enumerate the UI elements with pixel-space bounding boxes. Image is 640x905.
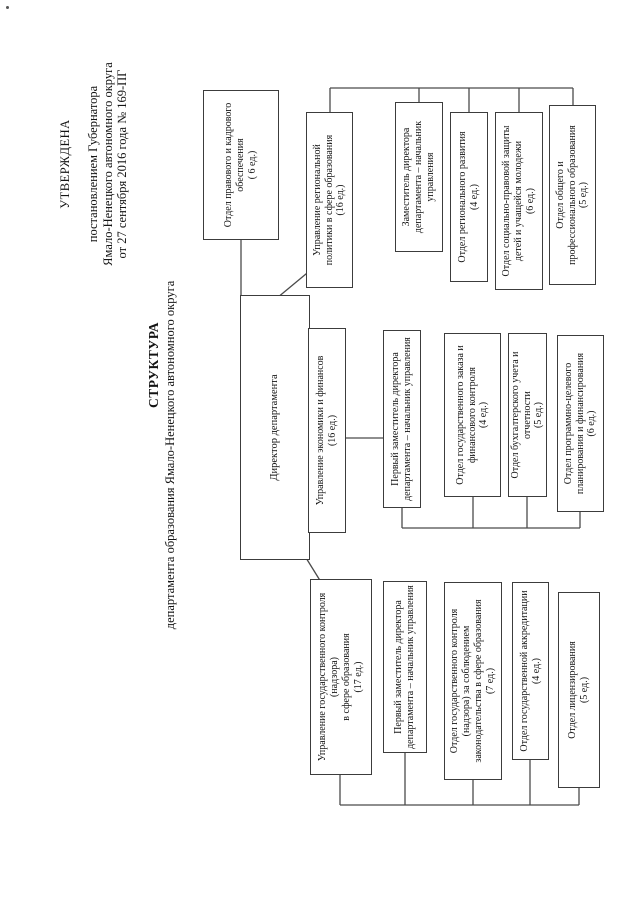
node-dept-state-order: Отдел государственного заказа и финансов…	[444, 333, 501, 497]
node-dept-control-supervision: Отдел государственного контроля (надзора…	[444, 582, 502, 780]
node-dept-accounting: Отдел бухгалтерского учета и отчетности …	[508, 333, 547, 497]
node-deputy-control: Первый заместитель директора департамент…	[383, 581, 427, 753]
node-dept-general-education: Отдел общего и профессионального образов…	[549, 105, 596, 285]
node-legal-dept: Отдел правового и кадрового обеспечения …	[203, 90, 279, 240]
node-deputy-regional: Заместитель директора департамента – нач…	[395, 102, 443, 252]
node-dept-social-protection: Отдел социально-правовой защиты детей и …	[495, 112, 543, 290]
node-dept-program-planning: Отдел программно-целевого планирования и…	[557, 335, 604, 512]
node-upr-regional: Управление региональной политики в сфере…	[306, 112, 353, 288]
node-upr-control: Управление государственного контроля (на…	[310, 579, 372, 775]
node-director: Директор департамента	[240, 295, 310, 560]
node-deputy-economy: Первый заместитель директора департамент…	[383, 330, 421, 508]
node-dept-regional-dev: Отдел регионального развития (4 ед.)	[450, 112, 488, 282]
node-dept-licensing: Отдел лицензирования (5 ед.)	[558, 592, 600, 788]
node-dept-accreditation: Отдел государственной аккредитации (4 ед…	[512, 582, 549, 760]
node-upr-economy: Управление экономики и финансов (16 ед.)	[308, 328, 346, 533]
